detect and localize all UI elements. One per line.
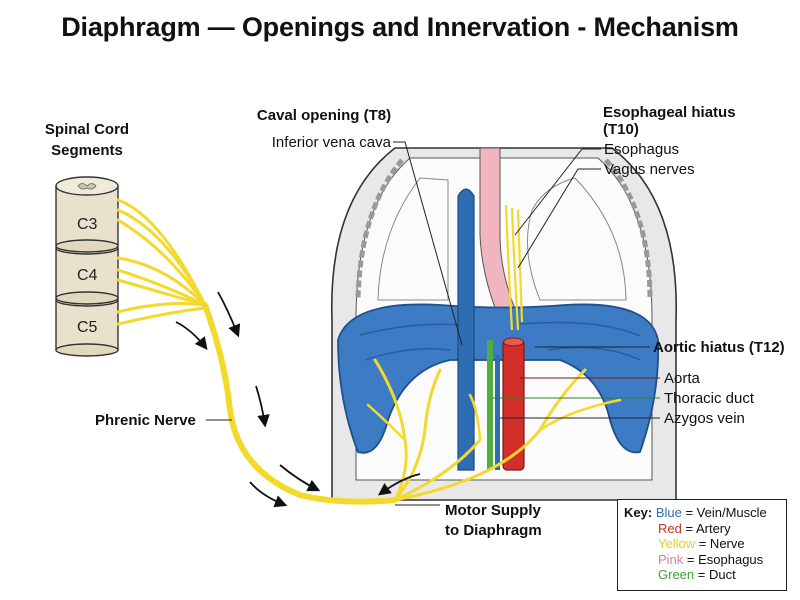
spinal-cord-label: Spinal Cord	[45, 121, 129, 138]
muscle-fibers	[359, 321, 641, 361]
caval-opening-label: Caval opening (T8)	[257, 107, 391, 124]
segment-label-c5: C5	[77, 319, 98, 336]
aortic-hiatus-label: Aortic hiatus (T12)	[653, 339, 785, 356]
color-key: Key: Blue = Vein/Muscle Red = Artery Yel…	[617, 499, 787, 591]
esophageal-hiatus-label-line2: (T10)	[603, 121, 639, 138]
vertebra-c3	[55, 176, 119, 253]
key-row-pink: Pink = Esophagus	[624, 552, 782, 568]
esophageal-hiatus-label: Esophageal hiatus	[603, 104, 736, 121]
key-meaning-pink: = Esophagus	[683, 551, 764, 567]
leader-lines	[206, 141, 660, 506]
diaphragm-muscle	[337, 303, 660, 454]
key-row-green: Green = Duct	[624, 567, 782, 583]
key-meaning-green: = Duct	[694, 567, 736, 582]
segment-label-c4: C4	[77, 267, 98, 284]
phrenic-nerve	[116, 198, 622, 505]
key-row-red: Red = Artery	[624, 521, 782, 537]
key-color-pink: Pink	[658, 551, 684, 567]
key-color-blue: Blue	[655, 505, 682, 520]
key-color-yellow: Yellow	[658, 536, 696, 551]
inferior-vena-cava	[457, 188, 475, 471]
key-row-blue: Key: Blue = Vein/Muscle	[624, 505, 782, 521]
key-meaning-red: = Artery	[681, 520, 731, 536]
motor-supply-label: Motor Supply	[445, 502, 541, 519]
inferior-vena-cava-label: Inferior vena cava	[272, 134, 392, 151]
key-title: Key:	[624, 505, 653, 520]
key-color-red: Red	[658, 520, 682, 536]
azygos-vein-label: Azygos vein	[664, 410, 745, 427]
thoracic-duct	[487, 340, 493, 470]
vagus-nerves	[504, 204, 524, 331]
page-title: Diaphragm — Openings and Innervation - M…	[61, 12, 739, 42]
key-row-yellow: Yellow = Nerve	[624, 536, 782, 552]
key-meaning-blue: = Vein/Muscle	[681, 505, 767, 520]
cord-cross-section-icon	[77, 183, 97, 190]
azygos-vein	[495, 355, 500, 470]
key-meaning-yellow: = Nerve	[695, 536, 745, 551]
vagus-nerves-label: Vagus nerves	[604, 161, 695, 178]
esophagus-label: Esophagus	[604, 141, 679, 158]
key-color-green: Green	[658, 567, 695, 582]
spinal-column: C3 C4 C5	[55, 176, 119, 357]
aorta-label: Aorta	[664, 370, 701, 387]
thoracic-duct-label: Thoracic duct	[664, 390, 755, 407]
segment-label-c3: C3	[77, 216, 98, 233]
spinal-cord-label-line2: Segments	[51, 142, 123, 159]
phrenic-nerve-label: Phrenic Nerve	[95, 412, 196, 429]
motor-supply-label-line2: to Diaphragm	[445, 522, 542, 539]
flow-arrows	[175, 291, 421, 508]
